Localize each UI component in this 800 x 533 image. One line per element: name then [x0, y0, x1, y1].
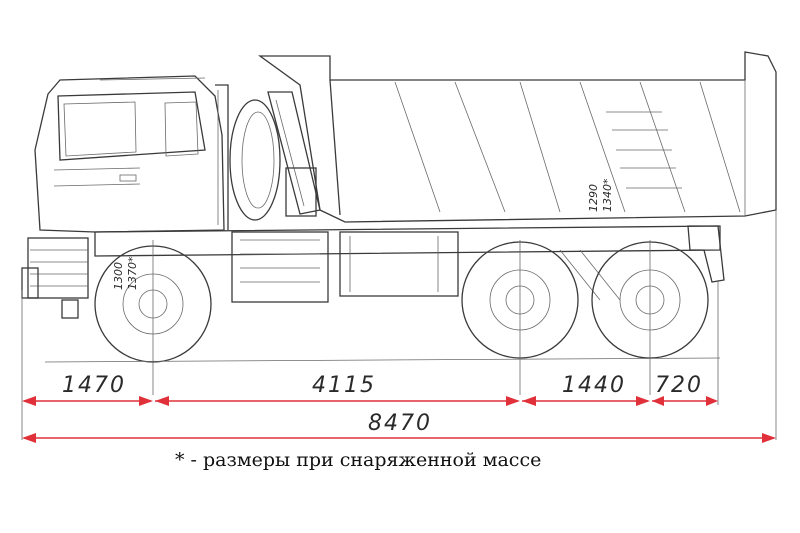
- dim-label-wheelbase: 4115: [312, 373, 376, 398]
- dim-label-rear-axle-spacing: 1440: [562, 373, 626, 398]
- lift-cylinder: [267, 91, 321, 217]
- dimension-rear-axle-spacing: 1440: [522, 373, 650, 406]
- dim-label-rear-overhang: 720: [655, 373, 703, 398]
- dim-label-overall-length: 8470: [368, 411, 432, 436]
- dump-body: [257, 51, 777, 223]
- body-height-label-b: 1340*: [601, 178, 614, 212]
- dim-label-front-overhang: 1470: [62, 373, 126, 398]
- dimension-rear-overhang: 720: [652, 373, 718, 406]
- axle-height-label-a: 1300: [112, 262, 125, 290]
- dimension-wheelbase: 4115: [155, 373, 520, 406]
- cab: [21, 75, 229, 319]
- ground-line: [44, 357, 721, 363]
- axle-height-label-b: 1370*: [126, 256, 139, 290]
- dimension-overall-length: 8470: [22, 411, 776, 443]
- spare-wheel: [229, 99, 281, 221]
- footnote-caption: * - размеры при снаряженной массе: [175, 449, 542, 471]
- dimension-front-overhang: 1470: [22, 373, 153, 406]
- chassis: [94, 225, 725, 303]
- body-height-label-a: 1290: [587, 184, 600, 212]
